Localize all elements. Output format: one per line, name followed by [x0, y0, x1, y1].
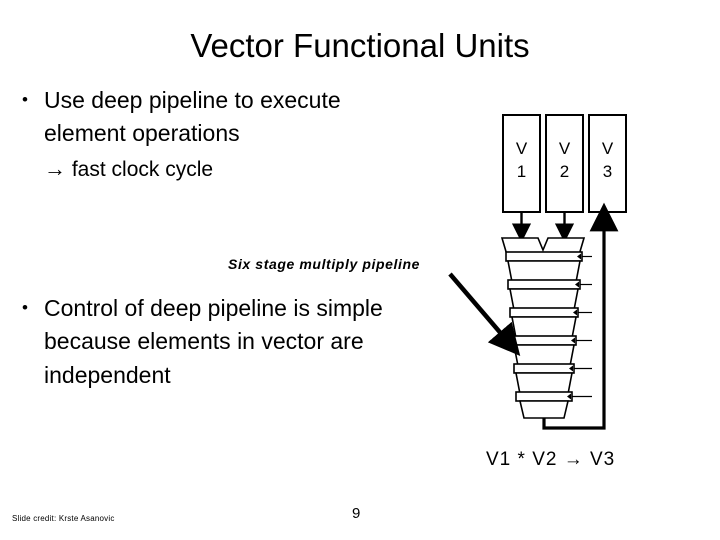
- pipeline-output-stage: [518, 400, 570, 419]
- register-label-v1-line1: V: [516, 139, 528, 158]
- register-box-v1: V 1: [502, 114, 541, 213]
- pipeline-latch-6: [515, 391, 592, 402]
- page-number: 9: [352, 505, 361, 522]
- pipeline-stage-6: [515, 372, 573, 395]
- diagram-caption: Six stage multiply pipeline: [228, 256, 421, 272]
- bullet-text-1: Use deep pipeline to execute element ope…: [44, 87, 341, 147]
- bullet-text-2: Control of deep pipeline is simple becau…: [44, 295, 383, 388]
- bullet-marker-icon: •: [22, 298, 28, 317]
- bullet-subline-1: → fast clock cycle: [44, 153, 352, 185]
- arrow-right-icon: →: [44, 155, 66, 181]
- bullet-marker-icon: •: [22, 90, 28, 109]
- bullet-item-2: • Control of deep pipeline is simple bec…: [22, 292, 392, 392]
- caption-pointer-arrow: [448, 272, 521, 356]
- register-label-v2-line1: V: [559, 139, 571, 158]
- vector-pipeline-diagram: V 1 V 2 V 3: [500, 114, 627, 430]
- register-box-v2: V 2: [545, 114, 584, 213]
- register-label-v3-line2: 3: [603, 162, 612, 181]
- slide-credit: Slide credit: Krste Asanovic: [12, 514, 115, 523]
- register-box-v3: V 3: [588, 114, 627, 213]
- register-label-v3-line1: V: [602, 139, 614, 158]
- bullet-subtext-1: fast clock cycle: [71, 157, 214, 181]
- result-writeback-path: [542, 202, 619, 430]
- bullet-item-1: • Use deep pipeline to execute element o…: [22, 84, 352, 185]
- pipeline-latch-1: [505, 251, 592, 262]
- register-label-v1-line2: 1: [517, 162, 526, 181]
- register-label-v2-line2: 2: [560, 162, 569, 181]
- diagram-formula: V1 * V2 → V3: [486, 449, 616, 470]
- page-title: Vector Functional Units: [190, 27, 530, 64]
